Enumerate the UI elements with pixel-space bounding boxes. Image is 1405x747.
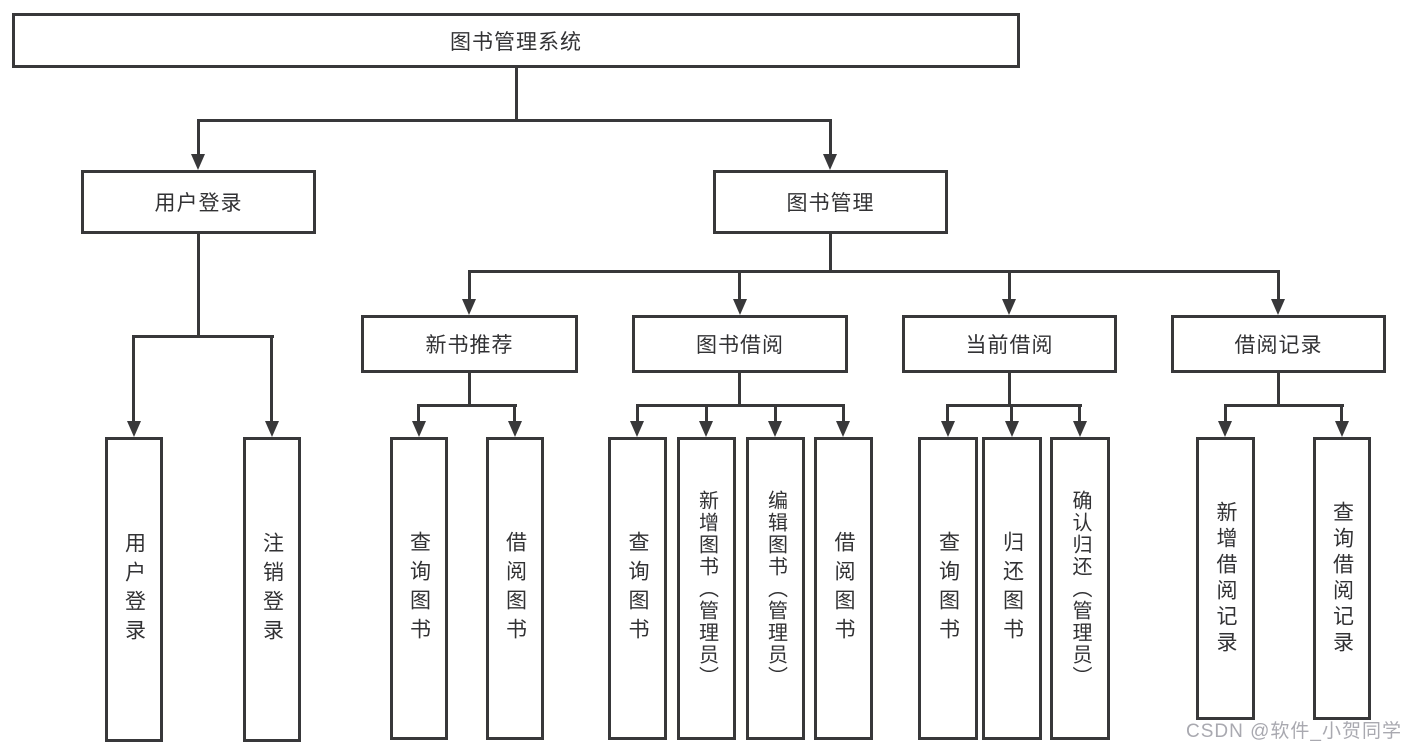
arrow-down-icon (1335, 421, 1349, 437)
arrow-down-icon (836, 421, 850, 437)
leaf-logout: 注销登录 (243, 437, 301, 742)
node-current-borrow: 当前借阅 (902, 315, 1117, 373)
connector-line (1224, 404, 1344, 407)
leaf-confirm-return-admin: 确认归还（管理员） (1050, 437, 1110, 740)
leaf-logout-label: 注销登录 (260, 531, 284, 648)
node-new-book-recommend: 新书推荐 (361, 315, 578, 373)
leaf-newbooks-query-books: 查询图书 (390, 437, 448, 740)
node-root-label: 图书管理系统 (450, 30, 582, 54)
arrow-down-icon (768, 421, 782, 437)
node-book-borrow: 图书借阅 (632, 315, 848, 373)
leaf-current-query-books-label: 查询图书 (936, 530, 960, 647)
connector-line (738, 373, 741, 407)
connector-line (1224, 404, 1227, 423)
arrow-down-icon (699, 421, 713, 437)
connector-line (417, 404, 420, 423)
connector-line (738, 270, 741, 301)
node-book-management: 图书管理 (713, 170, 948, 234)
leaf-borrow-query-books-label: 查询图书 (626, 530, 649, 647)
leaf-user-login: 用户登录 (105, 437, 163, 742)
connector-line (946, 404, 949, 423)
connector-line (636, 404, 639, 423)
arrow-down-icon (508, 421, 522, 437)
node-new-book-recommend-label: 新书推荐 (425, 334, 514, 357)
leaf-borrow-query-books: 查询图书 (608, 437, 667, 740)
arrow-down-icon (462, 299, 476, 315)
leaf-borrow-books-label: 借阅图书 (832, 530, 855, 647)
arrow-down-icon (1218, 421, 1232, 437)
node-borrow-records-label: 借阅记录 (1234, 334, 1323, 357)
connector-line (1008, 270, 1011, 301)
connector-line (468, 270, 1280, 273)
connector-line (197, 119, 200, 156)
arrow-down-icon (941, 421, 955, 437)
connector-line (946, 404, 1082, 407)
connector-line (829, 119, 832, 156)
node-user-login: 用户登录 (81, 170, 316, 234)
connector-line (705, 404, 708, 423)
connector-line (197, 234, 200, 338)
leaf-edit-books-admin: 编辑图书（管理员） (746, 437, 805, 740)
connector-line (515, 68, 518, 121)
node-current-borrow-label: 当前借阅 (965, 334, 1054, 357)
leaf-current-query-books: 查询图书 (918, 437, 978, 740)
connector-line (468, 270, 471, 301)
arrow-down-icon (733, 299, 747, 315)
connector-line (1340, 404, 1343, 423)
connector-line (197, 119, 832, 122)
leaf-add-borrow-record: 新增借阅记录 (1196, 437, 1255, 720)
connector-line (842, 404, 845, 423)
connector-line (132, 335, 135, 423)
node-user-login-label: 用户登录 (154, 192, 243, 215)
connector-line (636, 404, 845, 407)
connector-line (1078, 404, 1081, 423)
arrow-down-icon (1073, 421, 1087, 437)
csdn-watermark: CSDN @软件_小贺同学 (1186, 721, 1402, 742)
node-borrow-records: 借阅记录 (1171, 315, 1386, 373)
connector-line (417, 404, 517, 407)
arrow-down-icon (1271, 299, 1285, 315)
arrow-down-icon (823, 154, 837, 170)
leaf-return-books-label: 归还图书 (1000, 530, 1024, 647)
connector-line (774, 404, 777, 423)
connector-line (513, 404, 516, 423)
leaf-user-login-label: 用户登录 (122, 531, 146, 648)
connector-line (1277, 373, 1280, 407)
leaf-return-books: 归还图书 (982, 437, 1042, 740)
connector-line (1277, 270, 1280, 301)
leaf-newbooks-query-books-label: 查询图书 (407, 530, 431, 647)
connector-line (270, 335, 273, 423)
arrow-down-icon (1005, 421, 1019, 437)
arrow-down-icon (265, 421, 279, 437)
leaf-newbooks-borrow-books: 借阅图书 (486, 437, 544, 740)
leaf-query-borrow-record-label: 查询借阅记录 (1330, 500, 1354, 657)
leaf-confirm-return-admin-label: 确认归还（管理员） (1069, 489, 1091, 688)
leaf-newbooks-borrow-books-label: 借阅图书 (503, 530, 527, 647)
leaf-add-books-admin-label: 新增图书（管理员） (695, 489, 718, 688)
connector-line (468, 373, 471, 407)
arrow-down-icon (1002, 299, 1016, 315)
connector-line (1010, 404, 1013, 423)
arrow-down-icon (630, 421, 644, 437)
connector-line (132, 335, 274, 338)
leaf-add-books-admin: 新增图书（管理员） (677, 437, 736, 740)
arrow-down-icon (412, 421, 426, 437)
leaf-edit-books-admin-label: 编辑图书（管理员） (764, 489, 787, 688)
node-book-borrow-label: 图书借阅 (696, 334, 784, 357)
leaf-add-borrow-record-label: 新增借阅记录 (1214, 500, 1237, 657)
arrow-down-icon (191, 154, 205, 170)
arrow-down-icon (127, 421, 141, 437)
connector-line (829, 234, 832, 273)
connector-line (1008, 373, 1011, 407)
leaf-query-borrow-record: 查询借阅记录 (1313, 437, 1371, 720)
node-root: 图书管理系统 (12, 13, 1020, 68)
leaf-borrow-books: 借阅图书 (814, 437, 873, 740)
node-book-management-label: 图书管理 (786, 192, 875, 215)
